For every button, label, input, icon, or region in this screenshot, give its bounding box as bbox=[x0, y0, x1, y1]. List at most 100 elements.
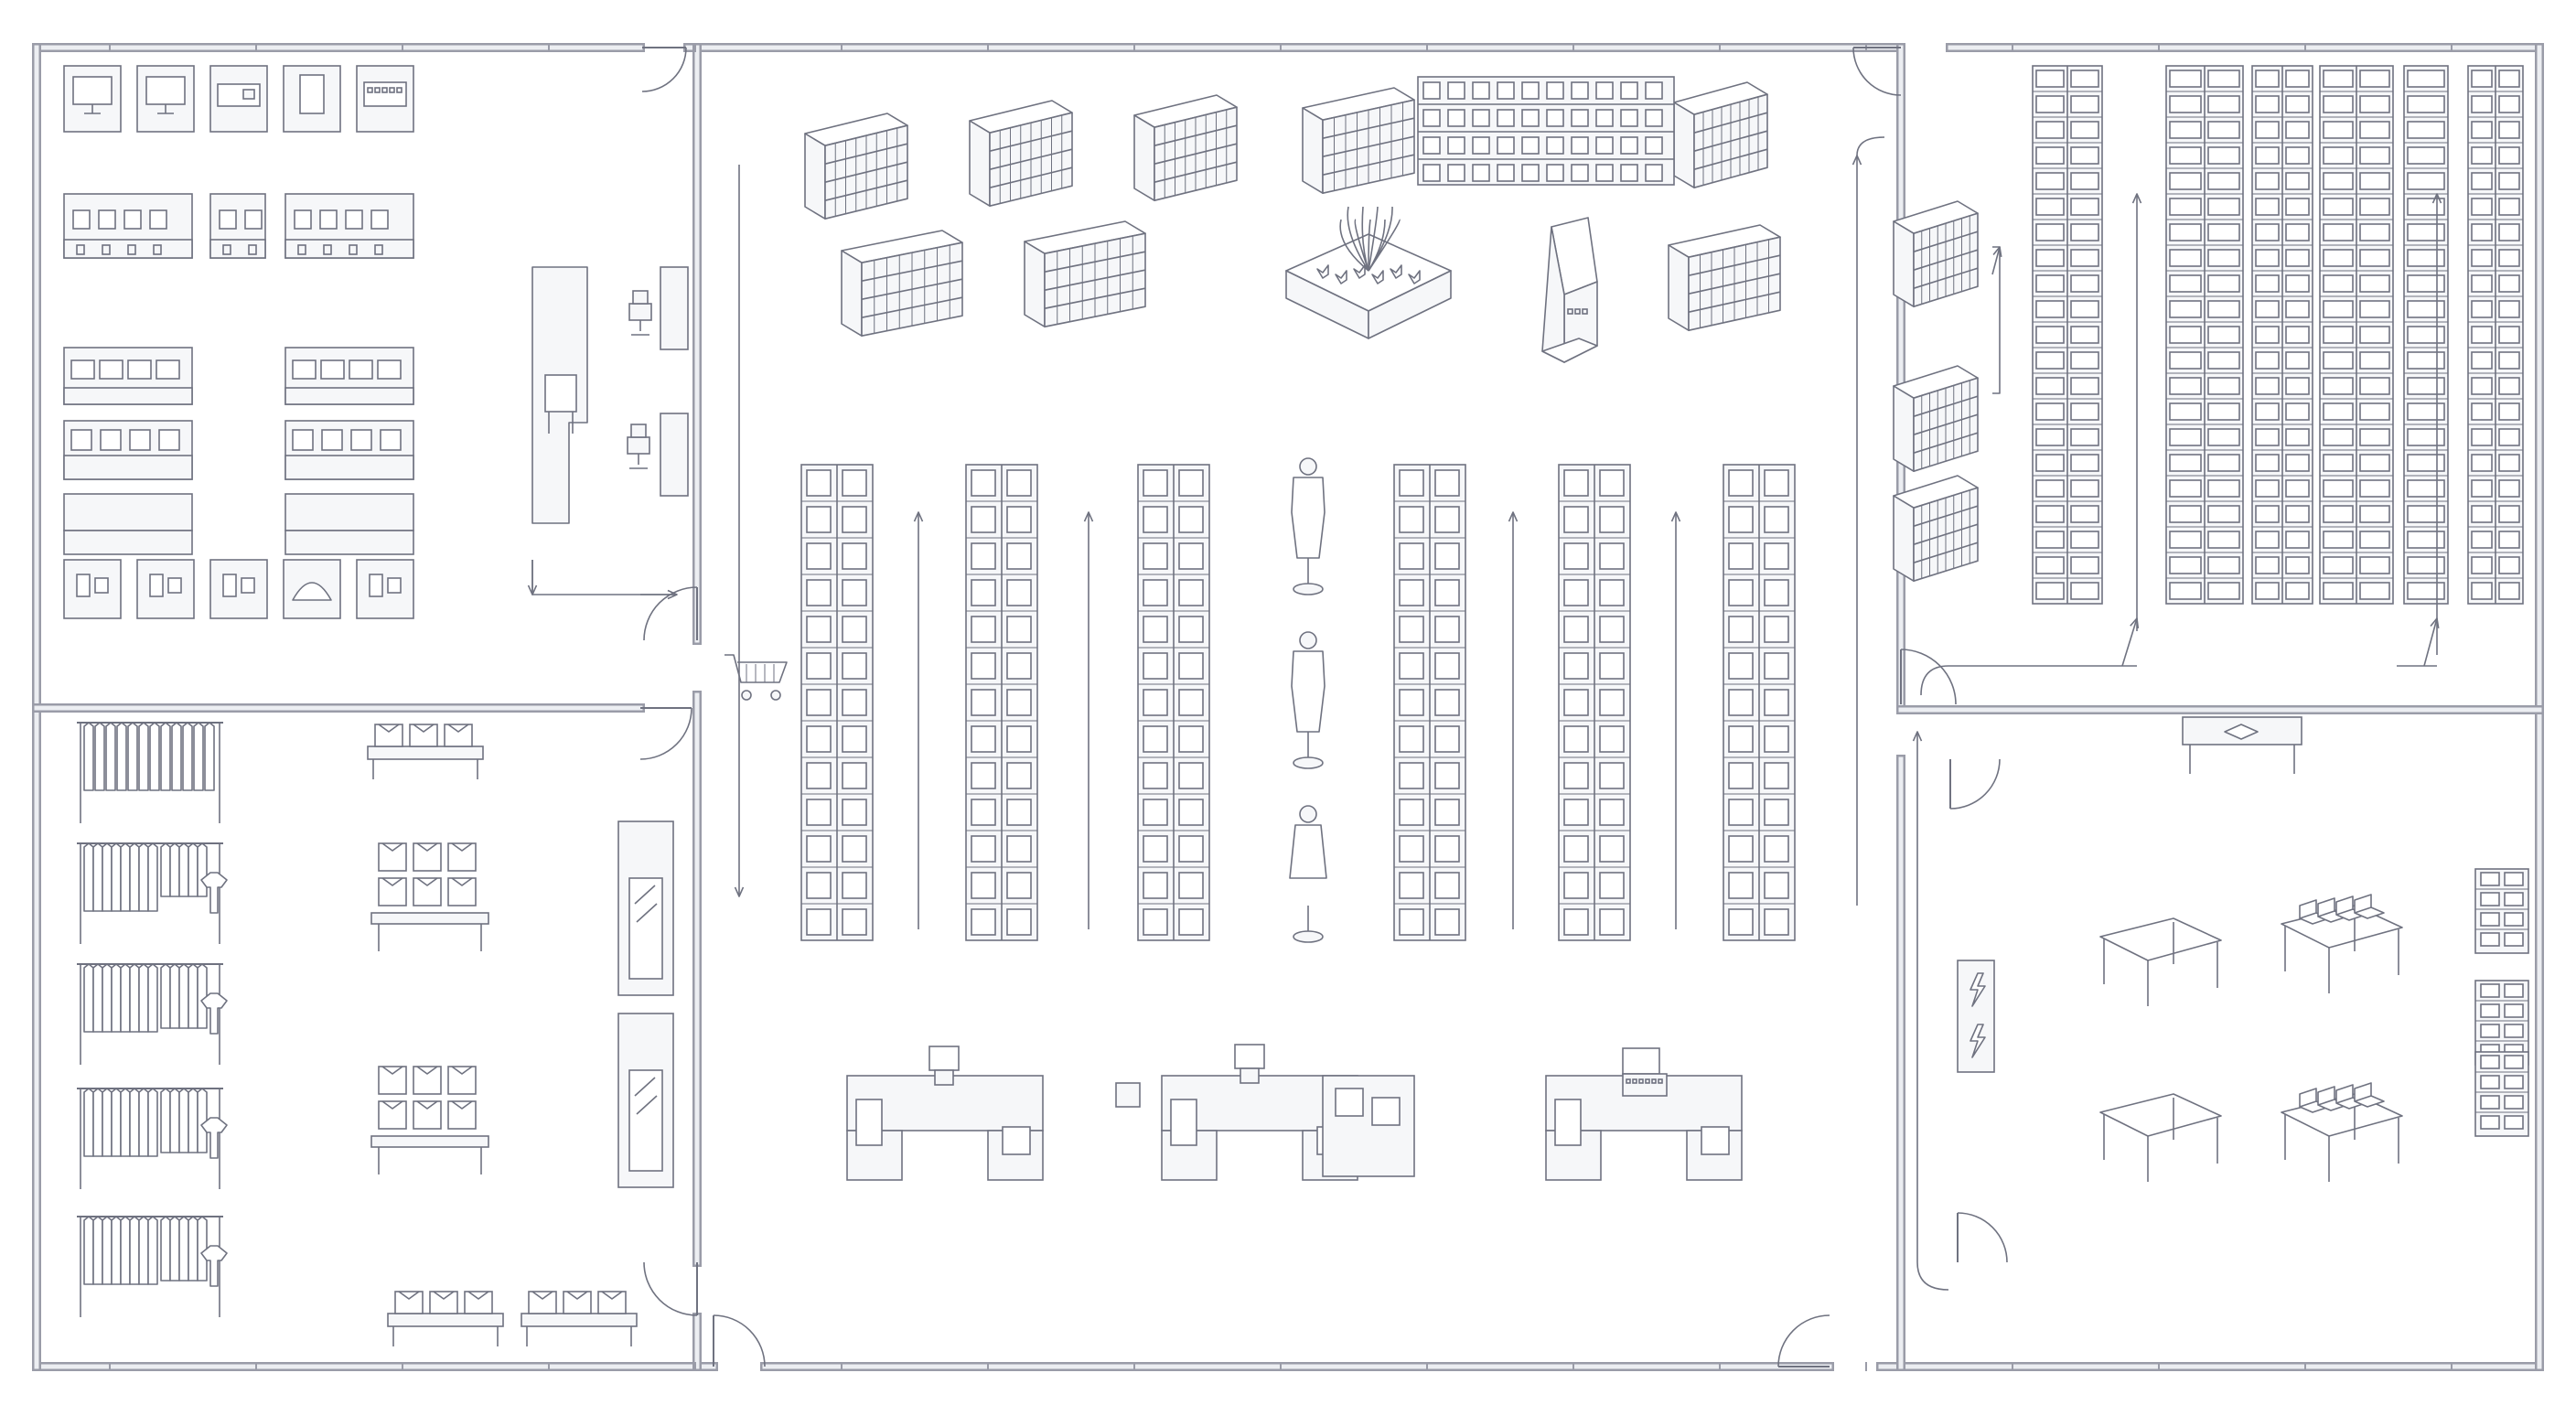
garment bbox=[147, 1088, 158, 1157]
storage-bin bbox=[2504, 932, 2524, 947]
pallet-box bbox=[2323, 454, 2354, 472]
pallet-box bbox=[2207, 479, 2240, 498]
product-slot bbox=[1764, 652, 1789, 680]
chair-back bbox=[632, 290, 649, 305]
shrub bbox=[1371, 270, 1384, 284]
product-slot bbox=[1728, 469, 1754, 497]
door-front-right bbox=[1777, 1314, 1830, 1367]
pallet-box bbox=[2035, 70, 2065, 88]
register-body bbox=[934, 1069, 954, 1086]
watch-box bbox=[100, 429, 122, 451]
storage-bin bbox=[2504, 1075, 2524, 1089]
garment bbox=[182, 722, 193, 791]
pallet-box bbox=[2323, 198, 2354, 216]
bag-scale bbox=[1002, 1126, 1031, 1155]
arrow-head bbox=[1508, 511, 1519, 522]
tablet-icon bbox=[299, 74, 325, 114]
product-slot bbox=[1143, 616, 1168, 643]
shirt-collar bbox=[381, 1066, 403, 1075]
product-slot bbox=[1434, 579, 1460, 606]
pallet-box bbox=[2169, 198, 2202, 216]
pallet-box bbox=[2070, 454, 2099, 472]
pallet-box bbox=[2035, 582, 2065, 600]
device-icon bbox=[76, 574, 91, 597]
garment bbox=[138, 842, 149, 912]
product-slot bbox=[1728, 799, 1754, 826]
pallet-box bbox=[2359, 249, 2390, 267]
product-box bbox=[294, 209, 312, 230]
gondola-shelf bbox=[1673, 81, 1768, 188]
folded-shirt bbox=[464, 1291, 493, 1314]
pallet-box bbox=[2285, 479, 2310, 498]
pallet-box bbox=[2498, 505, 2520, 523]
product-slot bbox=[971, 652, 996, 680]
product-tray bbox=[349, 359, 373, 380]
product-slot bbox=[1563, 579, 1589, 606]
stool bbox=[1115, 1082, 1141, 1108]
register-key bbox=[1645, 1078, 1650, 1084]
garment bbox=[83, 963, 94, 1033]
product-slot bbox=[1143, 799, 1168, 826]
product-box bbox=[1497, 136, 1515, 155]
product-slot bbox=[806, 689, 832, 716]
price-tag bbox=[374, 244, 383, 255]
pallet-box bbox=[2285, 454, 2310, 472]
storage-bin bbox=[2480, 912, 2500, 927]
door-swing bbox=[1852, 47, 1902, 96]
counter-front bbox=[284, 387, 414, 405]
product-slot bbox=[1399, 542, 1424, 570]
pallet-box bbox=[2255, 505, 2280, 523]
clothing-rack bbox=[77, 842, 228, 944]
smartwatch-display bbox=[63, 559, 122, 619]
pallet-box bbox=[2255, 198, 2280, 216]
product-slot bbox=[1563, 689, 1589, 716]
door-front-left bbox=[713, 1314, 766, 1367]
product-slot bbox=[1599, 725, 1625, 753]
pallet-box bbox=[2207, 249, 2240, 267]
pallet-box bbox=[2323, 582, 2354, 600]
product-slot bbox=[1728, 762, 1754, 789]
pallet-box bbox=[2471, 249, 2493, 267]
pallet-box bbox=[2323, 326, 2354, 344]
lightning-icon bbox=[1970, 972, 1986, 1007]
product-slot bbox=[1006, 799, 1032, 826]
pallet-box bbox=[2169, 402, 2202, 421]
plant-leaf bbox=[1347, 206, 1369, 272]
pallet-box bbox=[2207, 505, 2240, 523]
storage-rack bbox=[1893, 475, 1979, 582]
product-box bbox=[1497, 81, 1515, 100]
pallet-box bbox=[2035, 274, 2065, 293]
stock-box bbox=[2354, 1082, 2385, 1108]
shelf-side bbox=[1893, 495, 1915, 582]
product-slot bbox=[1178, 616, 1204, 643]
mannequin-icon bbox=[1291, 457, 1326, 595]
product-slot bbox=[1143, 469, 1168, 497]
product-slot bbox=[1599, 616, 1625, 643]
pallet-box bbox=[2323, 377, 2354, 395]
register-key bbox=[1651, 1078, 1657, 1084]
pallet-box bbox=[2498, 454, 2520, 472]
door-swing bbox=[1957, 1212, 2008, 1263]
garment bbox=[92, 842, 103, 912]
garment bbox=[102, 842, 113, 912]
garment bbox=[111, 1088, 122, 1157]
clothing-rack bbox=[77, 1216, 228, 1317]
stock-box bbox=[2354, 894, 2385, 919]
pallet-box bbox=[2285, 351, 2310, 370]
pallet-box bbox=[2255, 377, 2280, 395]
shrub bbox=[1353, 264, 1366, 279]
storage-bin bbox=[2504, 1055, 2524, 1069]
pallet-box bbox=[2285, 70, 2310, 88]
pallet-box bbox=[2471, 454, 2493, 472]
flow-arrow bbox=[1912, 731, 1923, 1262]
product-slot bbox=[971, 579, 996, 606]
product-box bbox=[1472, 109, 1490, 127]
product-slot bbox=[1764, 725, 1789, 753]
door-main-left bbox=[643, 586, 698, 641]
product-slot bbox=[842, 908, 867, 936]
pallet-box bbox=[2359, 95, 2390, 113]
phone-display bbox=[63, 347, 193, 405]
product-slot bbox=[1728, 689, 1754, 716]
planter-icon bbox=[1285, 206, 1452, 339]
pallet-box bbox=[2359, 223, 2390, 241]
